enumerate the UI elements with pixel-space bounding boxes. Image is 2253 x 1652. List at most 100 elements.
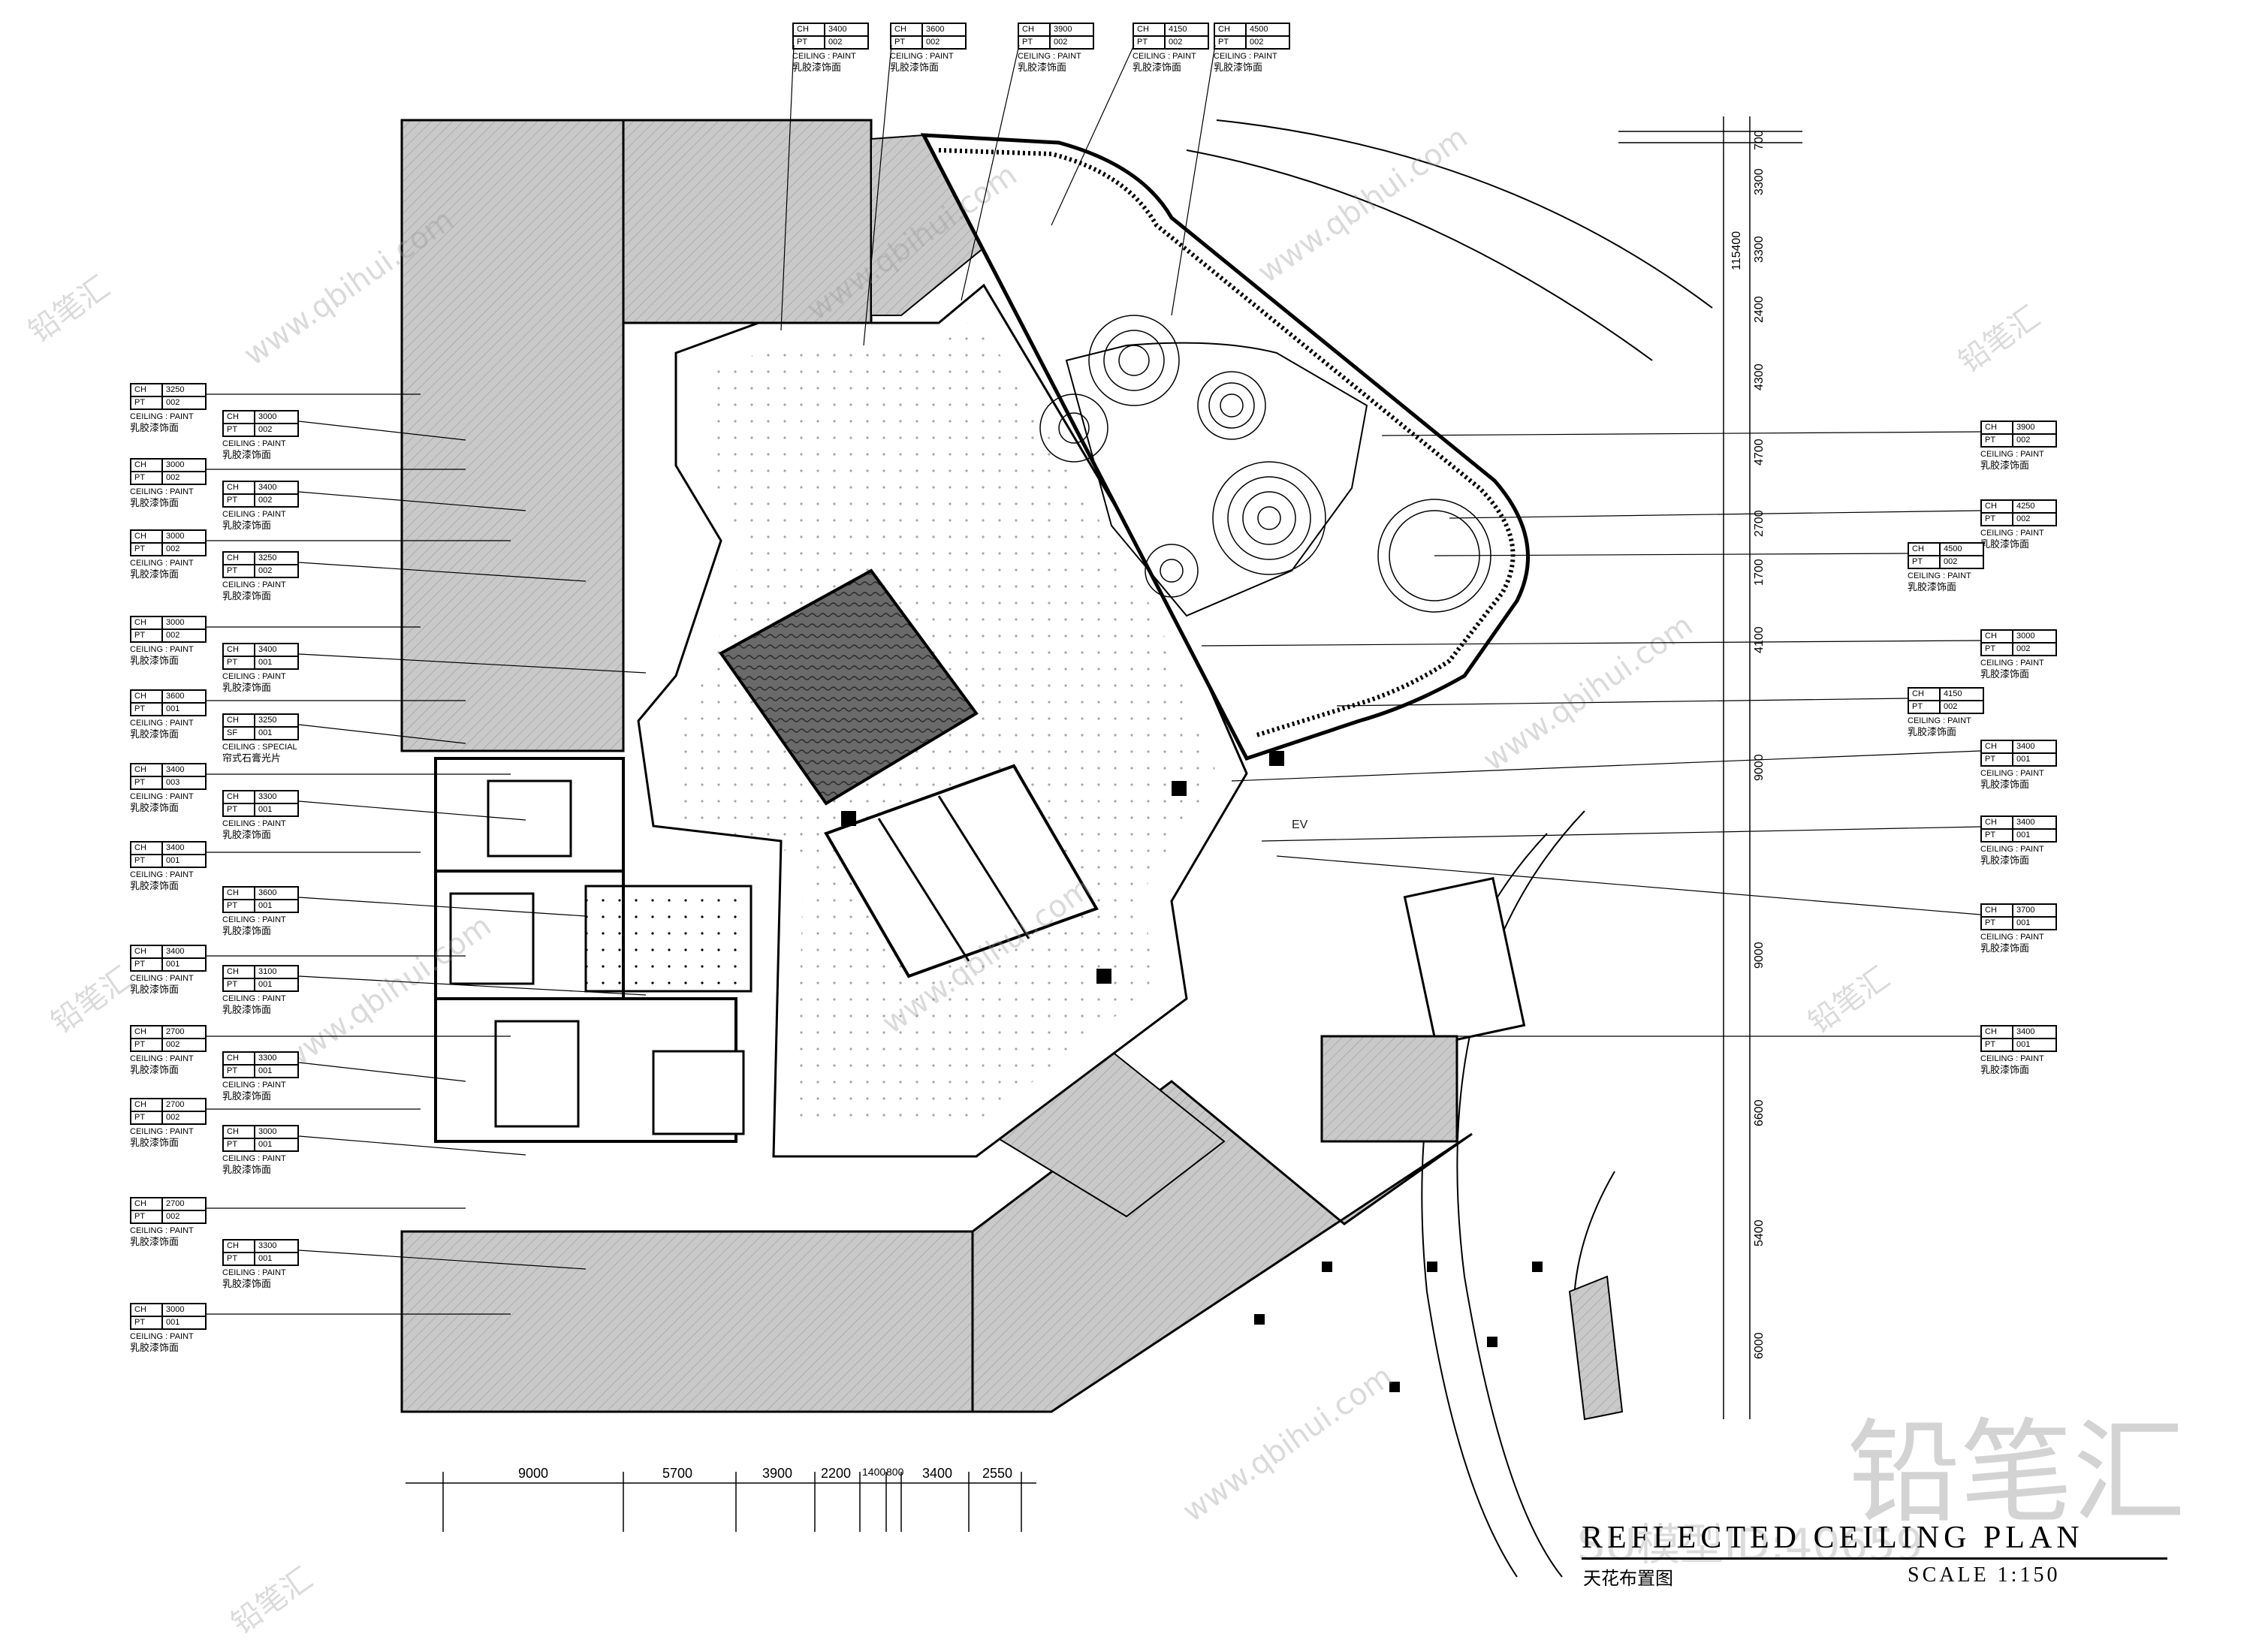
tag-pt-value: 002: [255, 494, 298, 507]
tag-pt-value: 002: [2013, 434, 2056, 447]
tag-ch-value: 4500: [1246, 23, 1289, 36]
tag-finish-en: CEILING : PAINT: [130, 1332, 194, 1341]
brand-watermark-large: 铅笔汇: [1847, 1408, 2186, 1539]
tag-ch-key: CH: [131, 842, 162, 855]
tag-pt-key: PT: [1981, 753, 2013, 766]
tag-pt-key: PT: [131, 1039, 162, 1051]
tag-ch-key: CH: [223, 966, 255, 978]
tag-pt-value: 002: [922, 36, 966, 49]
tag-pt-key: PT: [1981, 643, 2013, 656]
tag-pt-key: PT: [223, 978, 255, 991]
tag-ch-key: CH: [131, 1304, 162, 1316]
tag-finish-cn: 乳胶漆饰面: [1908, 581, 1957, 592]
tag-ch-value: 3400: [162, 764, 206, 776]
tag-pt-value: 001: [162, 855, 206, 867]
tag-finish-cn: 乳胶漆饰面: [1908, 726, 1957, 737]
tag-finish-en: CEILING : PAINT: [1980, 529, 2044, 538]
tag-finish-en: CEILING : PAINT: [222, 1268, 286, 1277]
tag-ch-key: CH: [131, 384, 162, 396]
tag-finish-en: CEILING : PAINT: [1980, 659, 2044, 668]
tag-ch-value: 3250: [255, 714, 298, 727]
bottom-dimension-value: 800: [886, 1466, 904, 1478]
tag-finish-cn: 乳胶漆饰面: [1980, 855, 2030, 866]
shaded-rooms-bottom: [400, 1230, 974, 1413]
tag-pt-value: 002: [162, 629, 206, 642]
tag-finish-en: CEILING : PAINT: [130, 870, 194, 879]
tag-pt-value: 003: [162, 776, 206, 789]
tag-finish-cn: 乳胶漆饰面: [222, 520, 272, 531]
tag-finish-en: CEILING : PAINT: [130, 487, 194, 496]
tag-ch-key: CH: [1018, 23, 1050, 36]
tag-ch-value: 4250: [2013, 500, 2056, 513]
tag-pt-key: PT: [1981, 829, 2013, 842]
tag-finish-en: CEILING : PAINT: [130, 974, 194, 983]
tag-finish-cn: 乳胶漆饰面: [130, 1064, 179, 1075]
tag-ch-key: CH: [1908, 688, 1940, 701]
tag-pt-value: 001: [2013, 917, 2056, 930]
tag-pt-value: 002: [1246, 36, 1289, 49]
bottom-dimension-value: 3400: [922, 1466, 953, 1481]
tag-finish-en: CEILING : PAINT: [1980, 1054, 2044, 1063]
tag-pt-key: PT: [1981, 1039, 2013, 1051]
right-dimension-value: 9000: [1753, 942, 1766, 969]
tag-finish-en: CEILING : PAINT: [222, 1154, 286, 1163]
tag-ch-value: 3400: [162, 842, 206, 855]
tag-finish-cn: 乳胶漆饰面: [1980, 538, 2030, 550]
tag-pt-key: PT: [223, 1253, 255, 1265]
tag-ch-value: 3400: [825, 23, 868, 36]
tag-ch-key: CH: [131, 616, 162, 629]
room-label-ev: EV: [1292, 818, 1308, 831]
tag-finish-cn: 乳胶漆饰面: [130, 802, 179, 813]
core-room-4: [449, 892, 535, 985]
tag-ch-key: CH: [223, 644, 255, 656]
tag-pt-value: 001: [255, 900, 298, 912]
tag-finish-en: CEILING : PAINT: [130, 1054, 194, 1063]
tag-ch-value: 4500: [1940, 543, 1983, 556]
tag-finish-en: CEILING : PAINT: [1018, 52, 1081, 61]
tag-ch-value: 3300: [255, 791, 298, 803]
tag-ch-key: CH: [1214, 23, 1246, 36]
tag-ch-key: CH: [223, 791, 255, 803]
garden-lawn: [1065, 342, 1368, 617]
tag-pt-value: 002: [2013, 643, 2056, 656]
tag-ch-value: 2700: [162, 1198, 206, 1210]
tag-finish-cn: 乳胶漆饰面: [1980, 1064, 2030, 1075]
tag-pt-value: 001: [162, 703, 206, 716]
east-block: [1403, 876, 1526, 1046]
right-dimension-value: 4700: [1753, 439, 1766, 466]
tag-ch-value: 3400: [255, 644, 298, 656]
tag-finish-en: CEILING : PAINT: [130, 1127, 194, 1136]
shaded-rooms-top: [622, 119, 873, 324]
tag-finish-en: CEILING : PAINT: [130, 719, 194, 728]
tag-finish-en: CEILING : SPECIAL: [222, 743, 297, 752]
tag-ch-value: 3600: [162, 690, 206, 703]
tag-ch-value: 3000: [162, 530, 206, 543]
tag-ch-value: 3000: [2013, 630, 2056, 643]
drawing-title: REFLECTED CEILING PLAN: [1582, 1521, 2084, 1555]
tag-ch-key: CH: [131, 764, 162, 776]
tag-ch-value: 3000: [255, 411, 298, 424]
tag-finish-en: CEILING : PAINT: [1908, 571, 1971, 580]
bottom-dimension-value: 5700: [662, 1466, 693, 1481]
tag-finish-cn: 乳胶漆饰面: [1980, 779, 2030, 790]
bottom-dimension-lines: [406, 1472, 1036, 1532]
tag-finish-cn: 乳胶漆饰面: [130, 422, 179, 433]
tag-finish-en: CEILING : PAINT: [130, 645, 194, 654]
tag-ch-key: CH: [1981, 816, 2013, 829]
tag-pt-value: 002: [162, 1039, 206, 1051]
bottom-dimension-value: 2550: [982, 1466, 1013, 1481]
tag-pt-value: 001: [255, 803, 298, 816]
